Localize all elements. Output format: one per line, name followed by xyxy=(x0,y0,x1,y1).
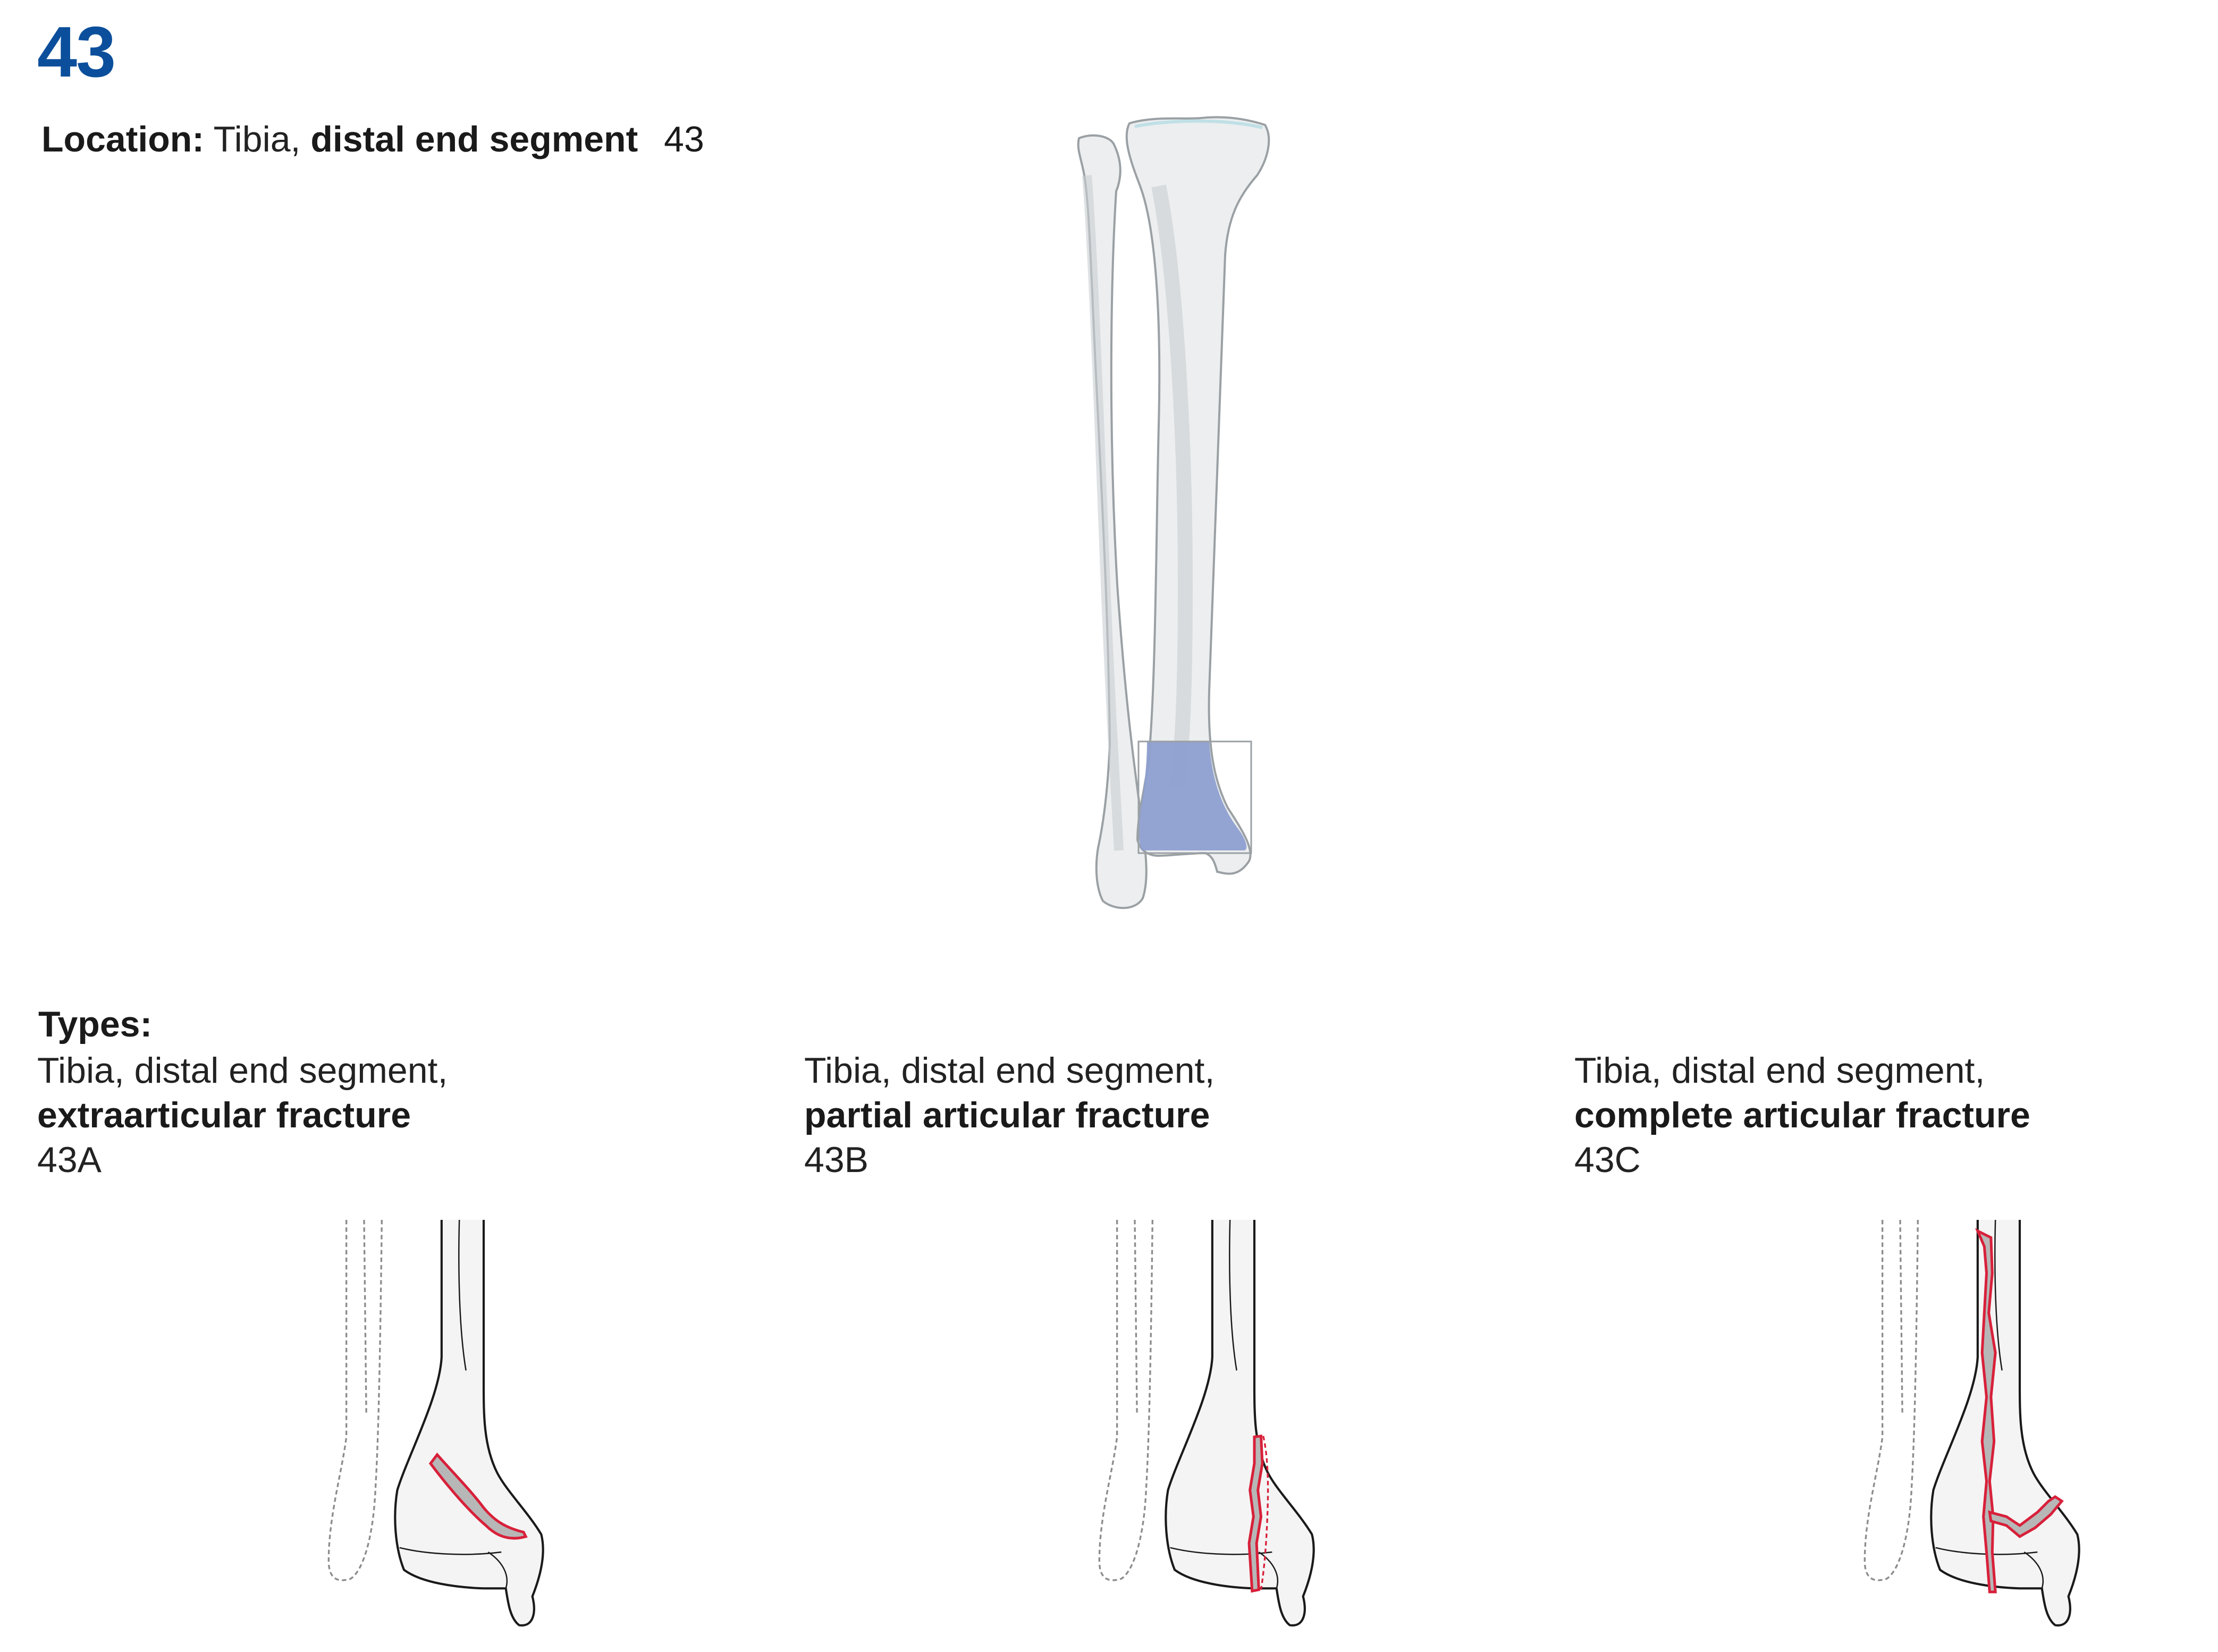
type-43a-caption: Tibia, distal end segment, extraarticula… xyxy=(37,1048,448,1182)
distal-segment-highlight xyxy=(1138,741,1247,850)
fracture-43c-figure xyxy=(1834,1207,2099,1632)
type-43b-code: 43B xyxy=(804,1140,868,1180)
type-43b-line1: Tibia, distal end segment, xyxy=(804,1050,1215,1091)
segment-code-title: 43 xyxy=(37,12,116,92)
types-heading: Types: xyxy=(38,1004,153,1044)
tibia-plateau-highlight xyxy=(1134,119,1263,129)
fracture-43a-figure xyxy=(298,1207,563,1632)
type-43a-line1: Tibia, distal end segment, xyxy=(37,1050,448,1091)
fracture-43b-line xyxy=(1247,1434,1264,1593)
fibula-shade xyxy=(1082,175,1124,851)
distal-segment-box xyxy=(1137,740,1252,854)
type-43b-caption: Tibia, distal end segment, partial artic… xyxy=(804,1048,1215,1182)
tibia-fibula-illustration xyxy=(1077,116,1270,909)
type-43c-line1: Tibia, distal end segment, xyxy=(1574,1050,1985,1091)
fracture-43a-line xyxy=(428,1452,528,1540)
location-bone: Tibia, xyxy=(213,119,301,159)
type-43c-name: complete articular fracture xyxy=(1574,1095,2030,1135)
type-43c-caption: Tibia, distal end segment, complete arti… xyxy=(1574,1048,2030,1182)
type-43a-code: 43A xyxy=(37,1140,102,1180)
type-43b-name: partial articular fracture xyxy=(804,1095,1210,1135)
tibia-bone xyxy=(1125,116,1270,875)
fracture-43b-figure xyxy=(1068,1207,1334,1632)
fracture-43c-line xyxy=(1975,1228,1997,1594)
location-line: Location: Tibia, distal end segment 43 xyxy=(41,118,704,162)
fracture-43b-dashed-line xyxy=(1260,1436,1269,1590)
tibia-shade xyxy=(1151,184,1193,788)
type-43c-code: 43C xyxy=(1574,1140,1641,1180)
location-code: 43 xyxy=(664,119,704,159)
location-segment: distal end segment xyxy=(310,119,638,159)
location-label: Location: xyxy=(41,119,204,159)
fracture-43c-transverse-line xyxy=(1988,1495,2064,1538)
type-43a-name: extraarticular fracture xyxy=(37,1095,411,1135)
